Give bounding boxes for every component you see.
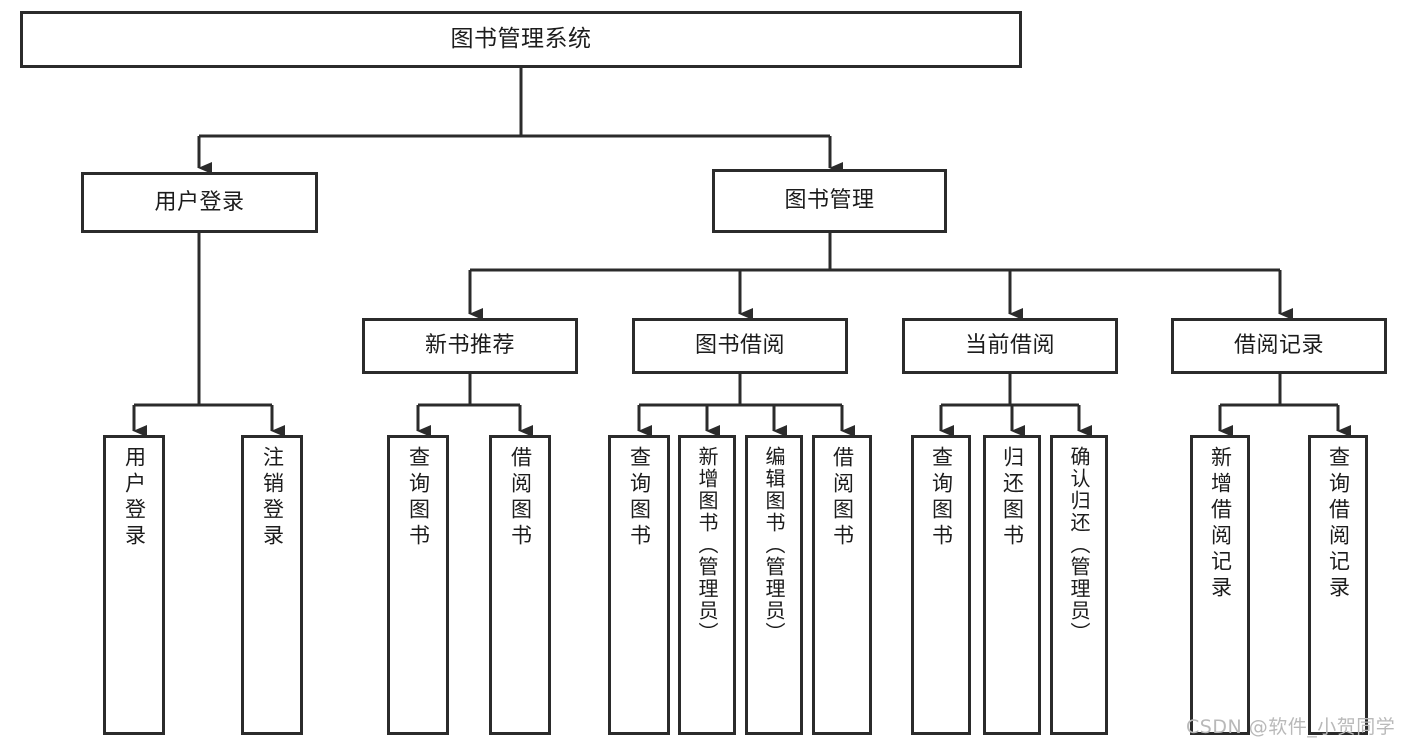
csdn-watermark: CSDN @软件_小贺同学: [1186, 716, 1396, 738]
node-label: 查询图书: [406, 446, 431, 550]
leaf-confirm-return-admin[interactable]: 确认归还（管理员）: [1050, 435, 1108, 735]
node-label: 新书推荐: [424, 333, 515, 359]
leaf-add-book-admin[interactable]: 新增图书（管理员）: [678, 435, 736, 735]
node-label: 借阅记录: [1233, 333, 1324, 359]
node-root-book-management-system[interactable]: 图书管理系统: [20, 11, 1022, 68]
leaf-user-login[interactable]: 用户登录: [103, 435, 165, 735]
node-label: 确认归还（管理员）: [1067, 446, 1091, 644]
node-label: 查询图书: [627, 446, 652, 550]
node-label: 查询借阅记录: [1326, 446, 1351, 602]
node-label: 新增图书（管理员）: [695, 446, 719, 644]
leaf-logout[interactable]: 注销登录: [241, 435, 303, 735]
leaf-borrow-book[interactable]: 借阅图书: [812, 435, 872, 735]
leaf-query-book-recommendation[interactable]: 查询图书: [387, 435, 449, 735]
node-book-management[interactable]: 图书管理: [712, 169, 947, 233]
leaf-add-borrowing-record[interactable]: 新增借阅记录: [1190, 435, 1250, 735]
leaf-borrow-book-recommendation[interactable]: 借阅图书: [489, 435, 551, 735]
leaf-query-borrowing-record[interactable]: 查询借阅记录: [1308, 435, 1368, 735]
node-label: 编辑图书（管理员）: [762, 446, 786, 644]
node-label: 图书管理系统: [450, 25, 592, 52]
node-label: 查询图书: [929, 446, 954, 550]
leaf-query-book-borrowing[interactable]: 查询图书: [608, 435, 670, 735]
node-label: 借阅图书: [830, 446, 855, 550]
node-label: 当前借阅: [964, 333, 1055, 359]
leaf-edit-book-admin[interactable]: 编辑图书（管理员）: [745, 435, 803, 735]
node-book-borrowing[interactable]: 图书借阅: [632, 318, 848, 374]
node-label: 图书管理: [784, 188, 875, 214]
node-current-borrowing[interactable]: 当前借阅: [902, 318, 1118, 374]
node-label: 用户登录: [154, 189, 245, 215]
leaf-query-book-current[interactable]: 查询图书: [911, 435, 971, 735]
node-new-book-recommendation[interactable]: 新书推荐: [362, 318, 578, 374]
node-borrowing-record[interactable]: 借阅记录: [1171, 318, 1387, 374]
leaf-return-book[interactable]: 归还图书: [983, 435, 1041, 735]
node-label: 借阅图书: [508, 446, 533, 550]
node-label: 用户登录: [122, 446, 147, 550]
node-label: 新增借阅记录: [1208, 446, 1233, 602]
node-user-login[interactable]: 用户登录: [81, 172, 318, 233]
node-label: 图书借阅: [694, 333, 785, 359]
node-label: 注销登录: [260, 446, 285, 550]
node-label: 归还图书: [1000, 446, 1025, 550]
